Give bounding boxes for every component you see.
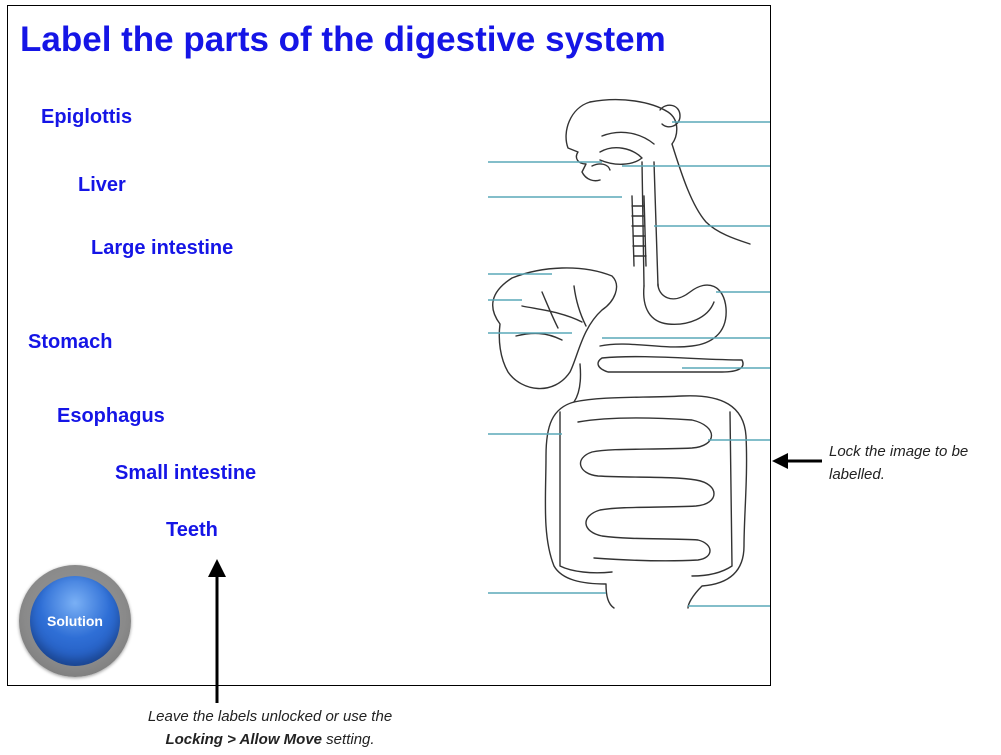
- small-intestine-outline: [578, 418, 714, 561]
- label-large-intestine[interactable]: Large intestine: [91, 237, 233, 260]
- note-bottom-line1: Leave the labels unlocked or use the: [70, 705, 470, 728]
- label-esophagus[interactable]: Esophagus: [57, 405, 165, 428]
- note-lock-image: Lock the image to be labelled.: [829, 440, 999, 486]
- note-bottom-line2: Locking > Allow Move setting.: [70, 728, 470, 751]
- label-teeth[interactable]: Teeth: [166, 519, 218, 542]
- digestive-system-diagram: [482, 96, 772, 626]
- arrow-left-icon: [772, 453, 824, 469]
- label-epiglottis[interactable]: Epiglottis: [41, 106, 132, 129]
- note-setting-tail: setting.: [322, 731, 375, 748]
- note-labels-unlocked: Leave the labels unlocked or use the Loc…: [70, 705, 470, 751]
- liver-outline: [493, 268, 617, 389]
- solution-button[interactable]: Solution: [19, 565, 131, 677]
- pancreas-outline: [598, 357, 743, 372]
- face-outline: [566, 102, 600, 181]
- label-liver[interactable]: Liver: [78, 174, 126, 197]
- tongue: [600, 148, 642, 165]
- label-small-intestine[interactable]: Small intestine: [115, 462, 256, 485]
- page-title: Label the parts of the digestive system: [20, 20, 666, 60]
- note-setting-name: Locking > Allow Move: [165, 731, 322, 748]
- whiteboard-page: Label the parts of the digestive system …: [7, 5, 771, 686]
- solution-button-label: Solution: [47, 613, 103, 629]
- neck-back: [672, 144, 750, 244]
- esophagus-tube: [642, 162, 644, 286]
- solution-button-face: Solution: [30, 576, 120, 666]
- leader-lines: [488, 122, 770, 606]
- label-stomach[interactable]: Stomach: [28, 331, 112, 354]
- arrow-up-icon: [208, 559, 226, 703]
- large-intestine-outline: [545, 402, 614, 608]
